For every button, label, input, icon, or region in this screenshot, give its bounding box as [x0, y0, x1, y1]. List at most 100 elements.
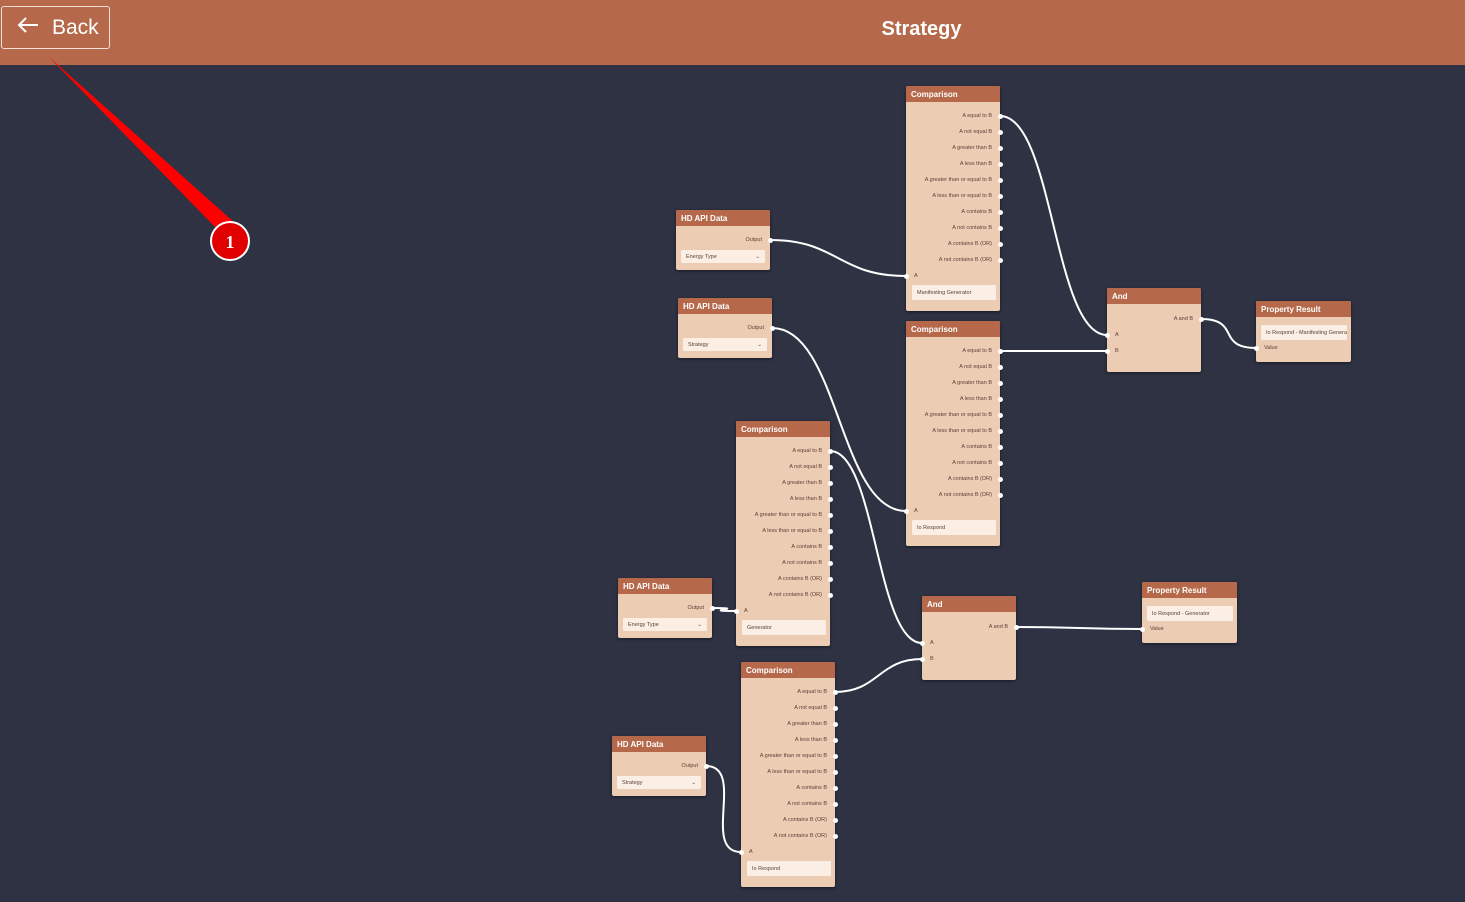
port-label: Output [747, 325, 764, 331]
port-dot[interactable] [997, 460, 1003, 466]
port-dot[interactable] [827, 448, 833, 454]
port-dot[interactable] [903, 273, 909, 279]
port-dot[interactable] [827, 592, 833, 598]
port-dot[interactable] [832, 705, 838, 711]
port-dot[interactable] [703, 763, 709, 769]
port-dot[interactable] [997, 444, 1003, 450]
port-dot[interactable] [832, 769, 838, 775]
port-dot[interactable] [832, 833, 838, 839]
chevron-down-icon: ⌄ [697, 621, 702, 628]
port-dot[interactable] [997, 129, 1003, 135]
port-dot[interactable] [1198, 316, 1204, 322]
port-dot[interactable] [997, 257, 1003, 263]
port-dot[interactable] [832, 737, 838, 743]
value-input[interactable]: Io Respond - Generator [1147, 606, 1233, 621]
port-dot[interactable] [1013, 624, 1019, 630]
port-dot[interactable] [903, 508, 909, 514]
field-select[interactable]: Strategy⌄ [683, 338, 767, 351]
port-row: Value [1253, 340, 1351, 356]
node-title[interactable]: Comparison [741, 662, 835, 678]
port-dot[interactable] [832, 801, 838, 807]
port-dot[interactable] [997, 412, 1003, 418]
port-dot[interactable] [997, 492, 1003, 498]
port-dot[interactable] [997, 428, 1003, 434]
port-dot[interactable] [827, 512, 833, 518]
node-title[interactable]: HD API Data [612, 736, 706, 752]
value-input[interactable]: Io Respond [747, 861, 831, 876]
value-input[interactable]: Io Respond - Manifesting Generator [1261, 325, 1347, 340]
port-dot[interactable] [1253, 345, 1259, 351]
port-row: A contains B [906, 204, 1003, 220]
port-dot[interactable] [769, 325, 775, 331]
port-dot[interactable] [919, 656, 925, 662]
port-dot[interactable] [997, 161, 1003, 167]
value-input[interactable]: Manifesting Generator [912, 285, 996, 300]
port-dot[interactable] [997, 225, 1003, 231]
port-dot[interactable] [919, 640, 925, 646]
field-select[interactable]: Strategy⌄ [617, 776, 701, 789]
node-title[interactable]: HD API Data [618, 578, 712, 594]
port-dot[interactable] [827, 544, 833, 550]
port-dot[interactable] [709, 605, 715, 611]
port-dot[interactable] [832, 753, 838, 759]
value-input[interactable]: Generator [742, 620, 826, 635]
node-title[interactable]: Comparison [736, 421, 830, 437]
port-label: A less than B [959, 396, 992, 402]
result-node[interactable]: Property Result Io Respond - Manifesting … [1253, 301, 1351, 362]
port-dot[interactable] [832, 721, 838, 727]
port-label: A equal to B [792, 448, 822, 454]
port-dot[interactable] [733, 608, 739, 614]
port-dot[interactable] [827, 576, 833, 582]
port-dot[interactable] [832, 785, 838, 791]
port-label: Output [745, 237, 762, 243]
port-dot[interactable] [1139, 626, 1145, 632]
node-title[interactable]: HD API Data [676, 210, 770, 226]
node-title[interactable]: Property Result [1142, 582, 1237, 598]
port-dot[interactable] [827, 464, 833, 470]
port-dot[interactable] [997, 241, 1003, 247]
port-dot[interactable] [1104, 332, 1110, 338]
port-dot[interactable] [997, 476, 1003, 482]
port-dot[interactable] [997, 145, 1003, 151]
port-dot[interactable] [997, 209, 1003, 215]
field-select[interactable]: Energy Type⌄ [623, 618, 707, 631]
node-title[interactable]: Property Result [1256, 301, 1351, 317]
port-label: A greater than or equal to B [924, 177, 992, 183]
port-dot[interactable] [997, 380, 1003, 386]
back-button[interactable]: Back [1, 6, 110, 49]
port-dot[interactable] [997, 113, 1003, 119]
port-dot[interactable] [997, 348, 1003, 354]
port-dot[interactable] [997, 193, 1003, 199]
port-dot[interactable] [827, 480, 833, 486]
value-input[interactable]: Io Respond [912, 520, 996, 535]
port-dot[interactable] [997, 177, 1003, 183]
port-dot[interactable] [1104, 348, 1110, 354]
node-title[interactable]: HD API Data [678, 298, 772, 314]
port-dot[interactable] [827, 560, 833, 566]
port-row: A not contains B [906, 220, 1003, 236]
node-title[interactable]: Comparison [906, 321, 1000, 337]
port-dot[interactable] [827, 528, 833, 534]
port-dot[interactable] [832, 689, 838, 695]
field-select[interactable]: Energy Type⌄ [681, 250, 765, 263]
port-dot[interactable] [997, 364, 1003, 370]
port-dot[interactable] [832, 817, 838, 823]
node-title[interactable]: And [1107, 288, 1201, 304]
port-dot[interactable] [997, 396, 1003, 402]
node-title[interactable]: Comparison [906, 86, 1000, 102]
port-dot[interactable] [827, 496, 833, 502]
node-title[interactable]: And [922, 596, 1016, 612]
port-dot[interactable] [738, 849, 744, 855]
port-dot[interactable] [767, 237, 773, 243]
